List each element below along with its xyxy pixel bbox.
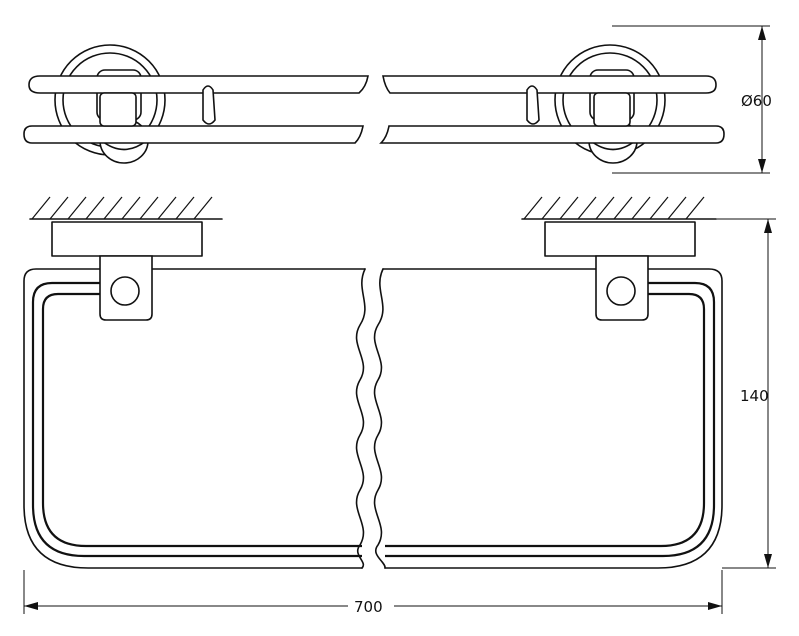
rail-right-inner bbox=[385, 292, 706, 548]
bracket-right bbox=[595, 255, 649, 321]
top-view-glass-left bbox=[23, 125, 364, 144]
rail-left-inner bbox=[41, 292, 362, 548]
dimension-width: 700 bbox=[23, 570, 723, 616]
dimension-height: 140 bbox=[700, 218, 776, 569]
dimensions: Ø60 140 700 bbox=[23, 25, 776, 616]
wall-plate-right bbox=[544, 221, 696, 257]
top-view-clip-right bbox=[526, 85, 540, 125]
front-view bbox=[23, 196, 723, 569]
top-view-rail-right bbox=[382, 75, 717, 94]
top-view-glass-right bbox=[379, 125, 725, 144]
dimension-height-label: 140 bbox=[740, 387, 769, 405]
break-line-right bbox=[373, 268, 386, 569]
wall-plate-left bbox=[51, 221, 203, 257]
rail-left-outer bbox=[31, 281, 362, 558]
top-view bbox=[23, 44, 725, 164]
glass-shelf-left bbox=[23, 268, 366, 569]
glass-shelf-right bbox=[382, 268, 723, 569]
dimension-width-label: 700 bbox=[354, 598, 383, 616]
wall-hatching-right bbox=[521, 196, 717, 220]
dimension-diameter: Ø60 bbox=[612, 25, 772, 174]
bracket-left bbox=[99, 255, 153, 321]
top-view-clip-left bbox=[202, 85, 216, 125]
rail-right-outer bbox=[385, 281, 716, 558]
break-line-left bbox=[355, 268, 366, 569]
top-view-rail-left bbox=[28, 75, 369, 94]
dimension-diameter-label: Ø60 bbox=[741, 92, 772, 110]
wall-hatching-left bbox=[29, 196, 223, 220]
